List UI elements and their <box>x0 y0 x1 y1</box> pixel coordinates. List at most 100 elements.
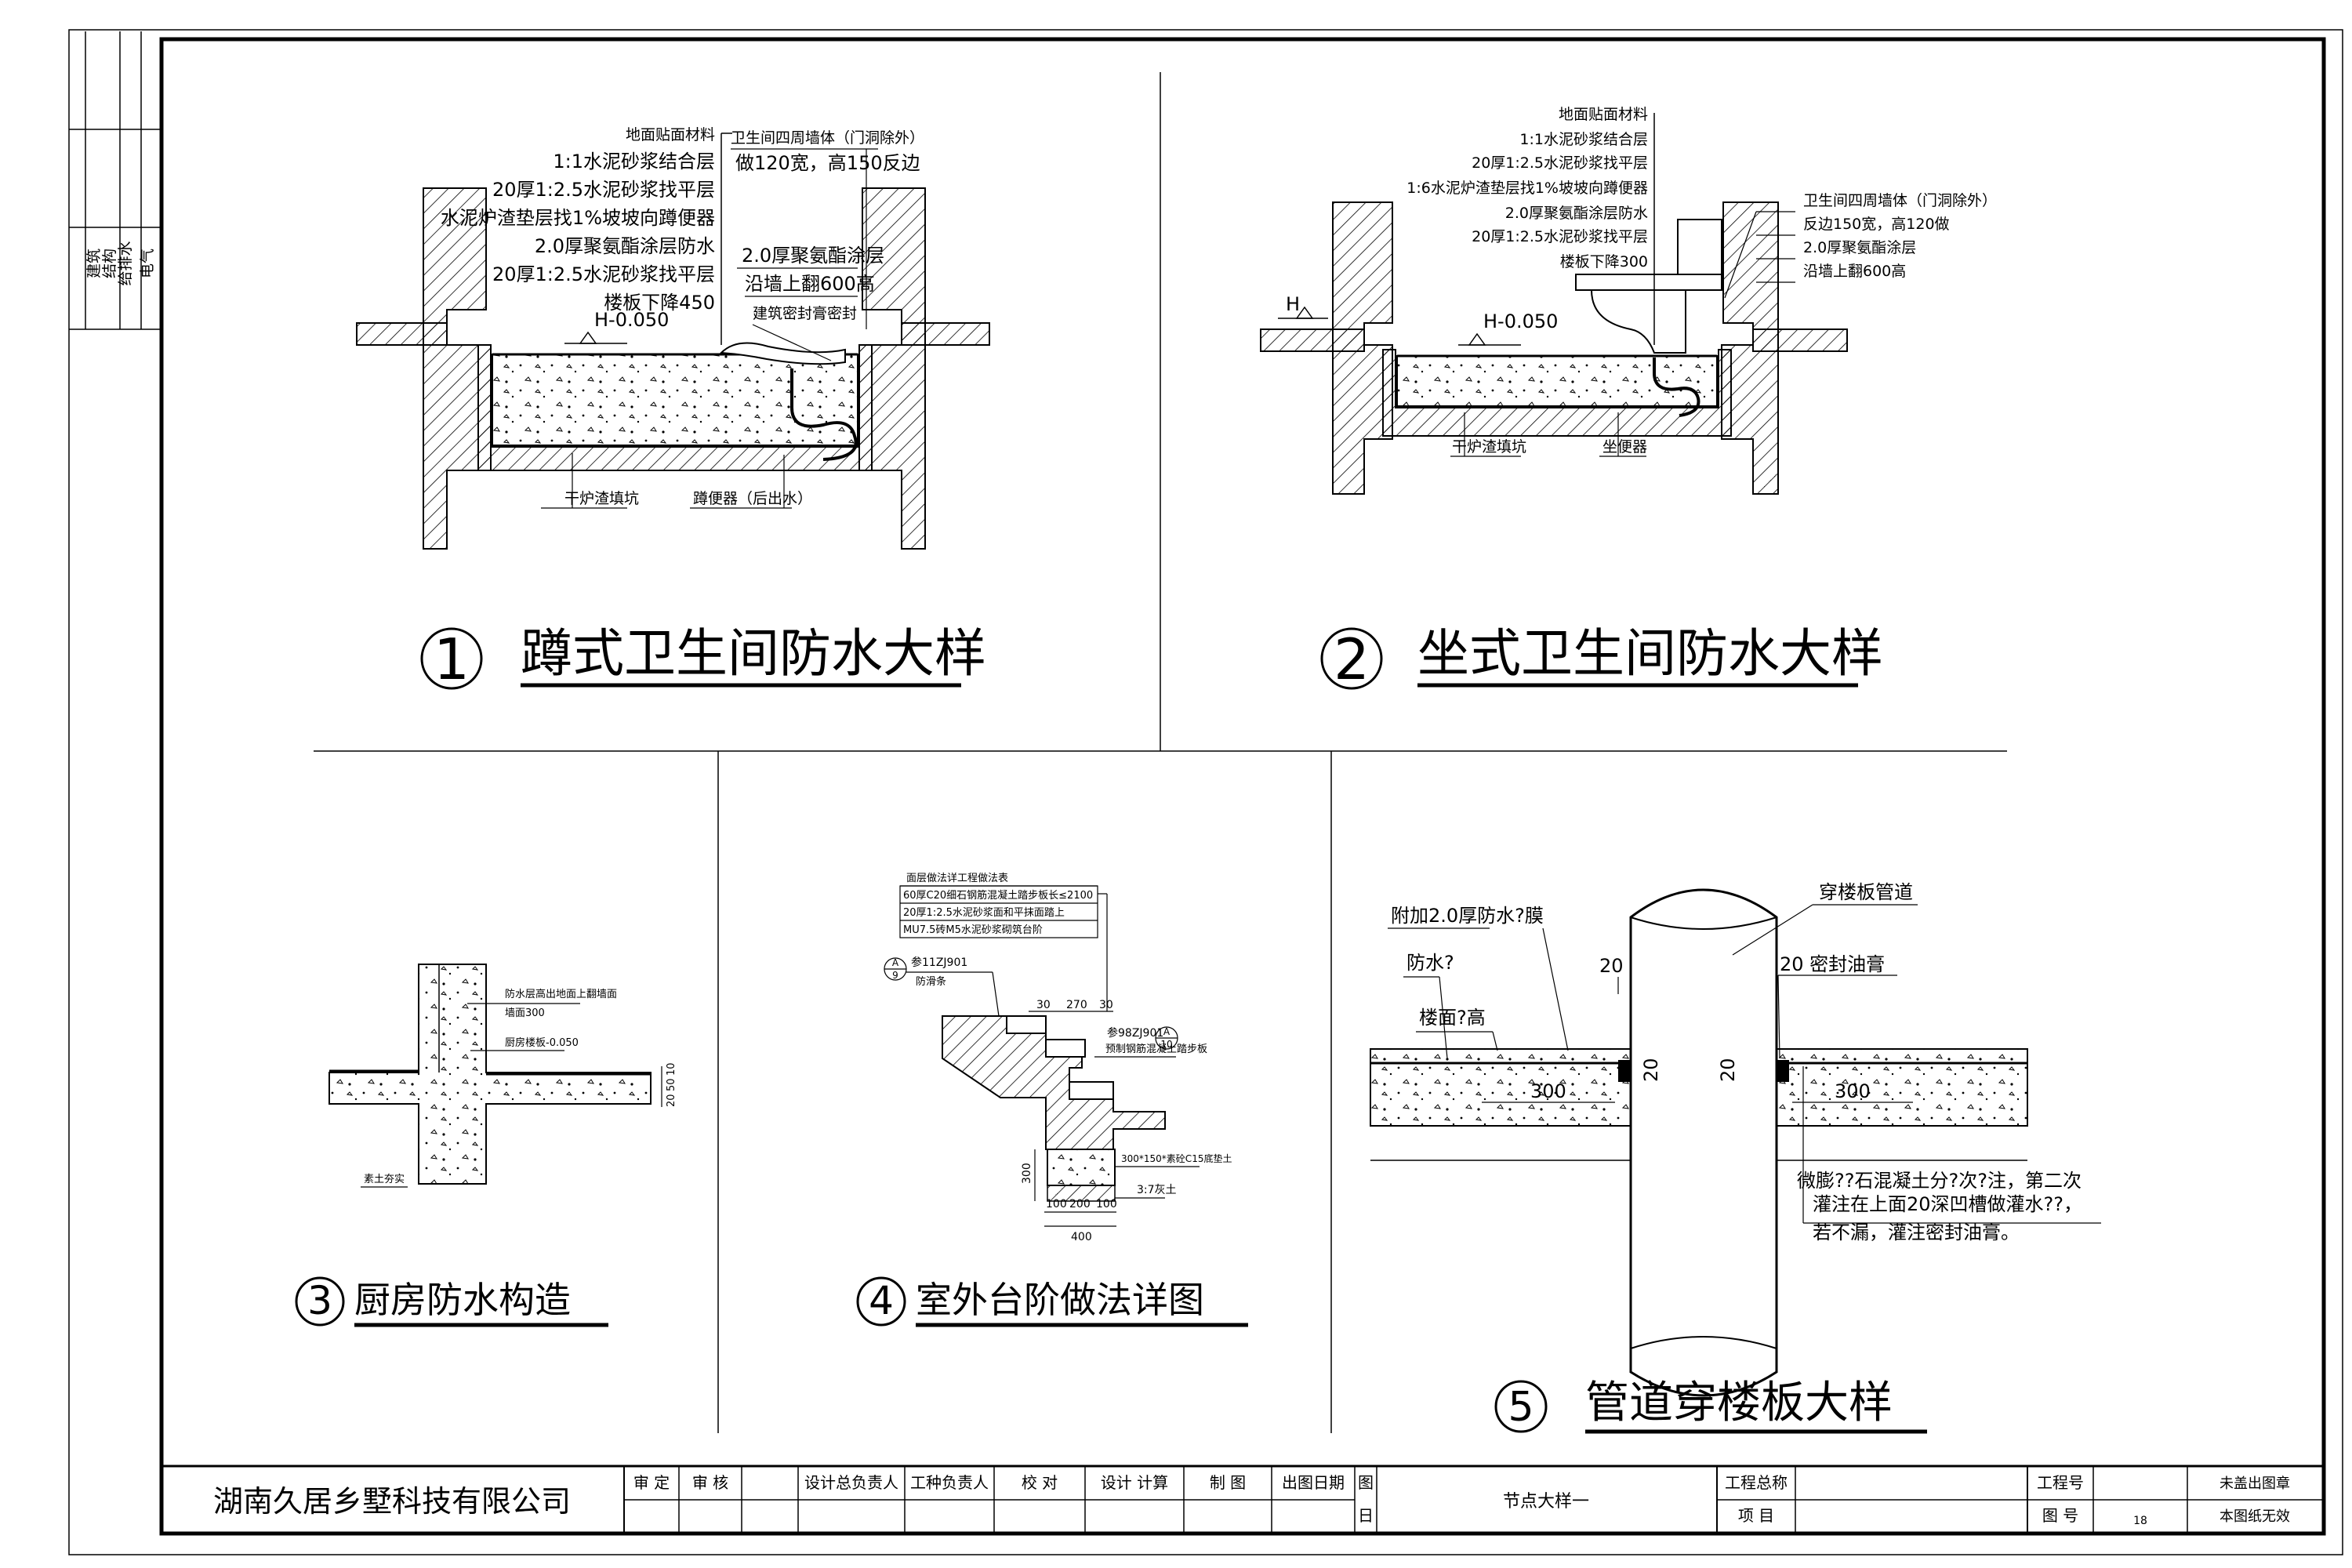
p5-waterproof: 防水? <box>1406 952 1454 974</box>
p5-note-2: 若不漏，灌注密封油膏。 <box>1813 1221 2020 1243</box>
p3-note-3: 素土夯实 <box>364 1174 405 1185</box>
p2-layer-5: 20厚1:2.5水泥砂浆找平层 <box>1472 228 1648 245</box>
company-name: 湖南久居乡墅科技有限公司 <box>213 1484 571 1519</box>
p5-dim-300-left: 300 <box>1530 1080 1566 1102</box>
panel-kitchen-waterproof: 防水层高出地面上翻墙面 墙面300 厨房楼板-0.050 素土夯实 10 50 … <box>295 964 677 1327</box>
p3-note-0: 防水层高出地面上翻墙面 <box>505 988 617 1000</box>
p1-cinder-fill <box>492 354 858 446</box>
p5-pipe-top-curve <box>1630 916 1777 930</box>
role-design-calc: 设计 计算 <box>1101 1473 1168 1492</box>
p2-right-notes: 卫生间四周墙体（门洞除外） 反边150宽，高120做 2.0厚聚氨酯涂层 沿墙上… <box>1724 192 1997 299</box>
p1-layer-0: 地面贴面材料 <box>626 126 715 143</box>
p2-bottom-label-1: 坐便器 <box>1602 438 1647 456</box>
p5-slab-left <box>1370 1062 1632 1127</box>
p4-table-row-0: 60厚C20细石钢筋混凝土踏步板长≤2100 <box>903 889 1093 902</box>
p3-title-number: 3 <box>307 1278 332 1323</box>
p4-dim-top-1: 270 <box>1066 999 1087 1011</box>
p4-table: 60厚C20细石钢筋混凝土踏步板长≤2100 20厚1:2.5水泥砂浆面和平抹面… <box>899 885 1108 1011</box>
p1-right-slab <box>901 322 990 346</box>
panel-pipe-through-slab: 附加2.0厚防水?膜 防水? 楼面?高 穿楼板管道 20 密封油膏 20 300… <box>1370 881 2101 1434</box>
p4-title-circle <box>856 1276 906 1327</box>
p2-layer-3: 1:6水泥炉渣垫层找1%坡坡向蹲便器 <box>1406 180 1648 197</box>
role-review: 审 核 <box>692 1473 728 1492</box>
panel-outdoor-steps: 面层做法详工程做法表 60厚C20细石钢筋混凝土踏步板长≤2100 20厚1:2… <box>856 873 1248 1327</box>
p4-table-row-1: 20厚1:2.5水泥砂浆面和平抹面踏上 <box>903 907 1065 919</box>
role-check: 校 对 <box>1022 1473 1058 1492</box>
p4-dim-bottom-2: 100 <box>1096 1198 1117 1210</box>
binding-label-electrical: 电气 <box>139 249 156 278</box>
p4-foundation <box>1047 1149 1116 1186</box>
p1-layer-4: 2.0厚聚氨酯涂层防水 <box>535 235 715 257</box>
p2-bottom-label-0: 干炉渣填坑 <box>1452 438 1526 456</box>
drawing-no-label: 图 号 <box>2042 1506 2078 1525</box>
project-no-label: 工程号 <box>2037 1473 2084 1492</box>
p4-base-note: 300*150*素砼C15底垫土 <box>1121 1152 1232 1164</box>
p1-note-0: 卫生间四周墙体（门洞除外） <box>731 129 924 147</box>
p1-layer-6: 楼板下降450 <box>604 292 715 314</box>
p1-bottom-label-1: 蹲便器（后出水） <box>693 490 812 507</box>
p3-title-circle <box>295 1276 345 1327</box>
p5-slab-right <box>1776 1062 2028 1127</box>
p4-dim-top-0: 30 <box>1036 999 1051 1011</box>
p3-title: 厨房防水构造 <box>354 1279 571 1321</box>
p3-dim-2: 20 <box>666 1094 677 1107</box>
p2-trap <box>1653 358 1700 417</box>
p4-ref-sheet: 9 <box>892 970 898 981</box>
p2-h-mark: H <box>1286 293 1300 315</box>
p2-note-1: 反边150宽，高120做 <box>1803 216 1950 233</box>
binding-label-architecture: 建筑 <box>85 249 103 278</box>
p2-right-wall-hatch <box>1721 201 1779 495</box>
role-issue-date: 出图日期 <box>1282 1473 1345 1492</box>
p5-note-1: 灌注在上面20深凹槽做灌水??， <box>1813 1193 2082 1215</box>
p1-layer-3: 水泥炉渣垫层找1%坡坡向蹲便器 <box>441 207 715 229</box>
p5-floor-high: 楼面?高 <box>1419 1007 1486 1029</box>
p3-note-2: 厨房楼板-0.050 <box>505 1036 579 1049</box>
p4-tread-top <box>1006 1015 1047 1034</box>
p5-sealant-left <box>1618 1060 1631 1082</box>
p4-ref-right: 参98ZJ901 <box>1107 1026 1163 1040</box>
title-block: 湖南久居乡墅科技有限公司 审 定 审 核 设计总负责人 工种负责人 校 对 设计… <box>162 1465 2324 1534</box>
role-design-lead: 设计总负责人 <box>804 1473 898 1492</box>
p1-layer-5: 20厚1:2.5水泥砂浆找平层 <box>492 263 715 285</box>
p4-soil <box>1047 1185 1116 1202</box>
p1-right-notes: 卫生间四周墙体（门洞除外） 做120宽，高150反边 2.0厚聚氨酯涂层 沿墙上… <box>731 129 924 361</box>
p2-layer-labels: 地面贴面材料 1:1水泥砂浆结合层 20厚1:2.5水泥砂浆找平层 1:6水泥炉… <box>1406 106 1648 270</box>
p5-notes: 微膨??石混凝土分?次?注，第二次 灌注在上面20深凹槽做灌水??， 若不漏，灌… <box>1797 1170 2082 1243</box>
p2-note-3: 沿墙上翻600高 <box>1803 263 1906 280</box>
p5-pipe-label: 穿楼板管道 <box>1819 881 1913 903</box>
p5-dim-mid-right: 20 <box>1717 1058 1739 1082</box>
p1-title: 蹲式卫生间防水大样 <box>521 623 986 684</box>
p2-title: 坐式卫生间防水大样 <box>1417 623 1883 684</box>
binding-strip: 建筑 结构 给排水 电气 <box>69 31 162 330</box>
drawing-name: 节点大样一 <box>1503 1492 1589 1512</box>
p4-note-right: 预制钢筋混凝土踏步板 <box>1105 1043 1207 1055</box>
p2-layer-1: 1:1水泥砂浆结合层 <box>1519 131 1648 148</box>
p4-ref-a: A <box>892 957 899 968</box>
p1-squat-pan <box>719 342 846 365</box>
p3-dim-1: 50 <box>666 1078 677 1091</box>
p1-layer-labels: 地面贴面材料 1:1水泥砂浆结合层 20厚1:2.5水泥砂浆找平层 水泥炉渣垫层… <box>441 126 715 314</box>
p2-title-circle <box>1320 627 1383 690</box>
p5-dim-300-right: 300 <box>1835 1080 1871 1102</box>
p1-note-2: 2.0厚聚氨酯涂层 <box>742 245 884 267</box>
p1-left-slab <box>356 322 448 346</box>
tu-label: 图 <box>1358 1473 1374 1492</box>
p5-topping-left <box>1370 1048 1632 1064</box>
p4-ref-right-sheet: 10 <box>1160 1039 1172 1050</box>
role-approve: 审 定 <box>633 1473 670 1492</box>
p5-note-0: 微膨??石混凝土分?次?注，第二次 <box>1797 1170 2082 1192</box>
p3-note-1: 墙面300 <box>505 1007 545 1019</box>
p2-layer-2: 20厚1:2.5水泥砂浆找平层 <box>1472 154 1648 172</box>
p5-dim-left-20: 20 <box>1599 955 1624 977</box>
panel-dividers <box>314 72 2007 1433</box>
p5-title: 管道穿楼板大样 <box>1585 1377 1893 1428</box>
p1-trap <box>790 368 858 461</box>
p5-topping-right <box>1776 1048 2028 1064</box>
panel-sitting-toilet: H-0.050 H 地面贴面材料 1:1水泥砂浆结合层 20厚1:2.5水泥砂浆… <box>1260 106 1997 692</box>
p2-layer-4: 2.0厚聚氨酯涂层防水 <box>1505 205 1648 222</box>
p2-right-slab <box>1752 328 1848 352</box>
drawing-no: 18 <box>2133 1515 2147 1527</box>
p4-dim-top-2: 30 <box>1099 999 1113 1011</box>
p4-ref-note: 防滑条 <box>916 975 946 988</box>
p4-dim-side: 300 <box>1021 1163 1033 1184</box>
